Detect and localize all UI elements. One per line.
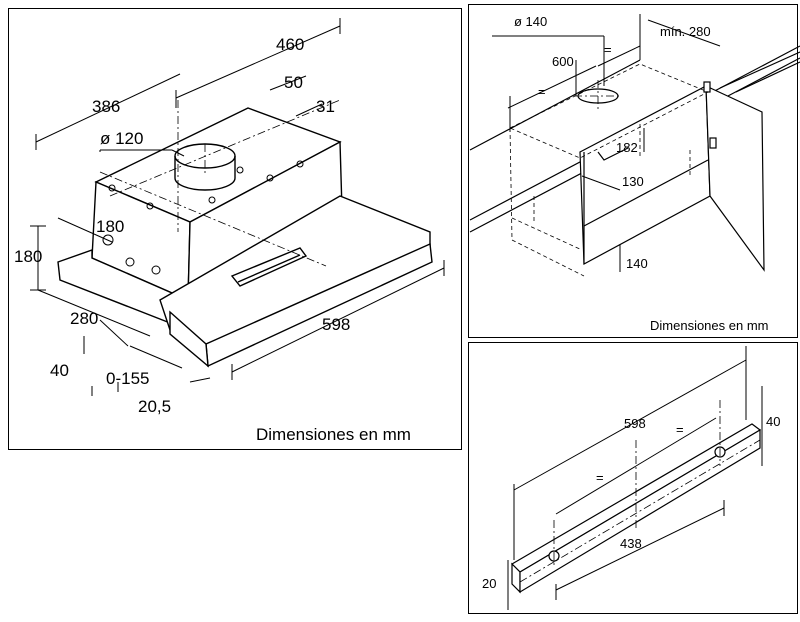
- hood-details: [102, 160, 304, 275]
- dim-40: 40: [50, 361, 69, 380]
- dim-dia-140: ø 140: [514, 14, 547, 29]
- dim-31: 31: [316, 97, 335, 116]
- dim-20-5: 20,5: [138, 397, 171, 416]
- dim-386: 386: [92, 97, 120, 116]
- front-dim-20: 20: [482, 576, 496, 591]
- cabinet-axes: [574, 80, 622, 112]
- front-dim-438: 438: [620, 536, 642, 551]
- dim-600: 600: [552, 54, 574, 69]
- front-dim-598: 598: [624, 416, 646, 431]
- hood-caption: Dimensiones en mm: [256, 425, 411, 444]
- front-dim-equal-2: =: [596, 470, 604, 485]
- hood-body: [57, 107, 433, 368]
- cabinet-caption: Dimensiones en mm: [650, 318, 769, 333]
- dim-280: 280: [70, 309, 98, 328]
- cabinet-dimension-lines: [492, 14, 721, 272]
- hood-dimension-lines: [30, 18, 445, 396]
- dim-50: 50: [284, 73, 303, 92]
- dim-dia-120: ø 120: [100, 129, 143, 148]
- front-dimension-lines: [507, 346, 763, 610]
- dim-min-280: mín. 280: [660, 24, 711, 39]
- dim-460: 460: [276, 35, 304, 54]
- dim-598: 598: [322, 315, 350, 334]
- dim-0-155: 0-155: [106, 369, 149, 388]
- dim-equal-2: =: [604, 42, 612, 57]
- dim-180-depth: 180: [96, 217, 124, 236]
- front-axes: [519, 400, 761, 583]
- dim-130: 130: [622, 174, 644, 189]
- dim-equal-1: =: [538, 84, 546, 99]
- front-dim-40: 40: [766, 414, 780, 429]
- cabinet-body: [469, 45, 800, 272]
- front-dim-equal-1: =: [676, 422, 684, 437]
- hood-axes: [99, 99, 341, 267]
- dim-180-height: 180: [14, 247, 42, 266]
- dim-140: 140: [626, 256, 648, 271]
- dim-182: 182: [616, 140, 638, 155]
- cabinet-hidden-lines: [509, 63, 709, 277]
